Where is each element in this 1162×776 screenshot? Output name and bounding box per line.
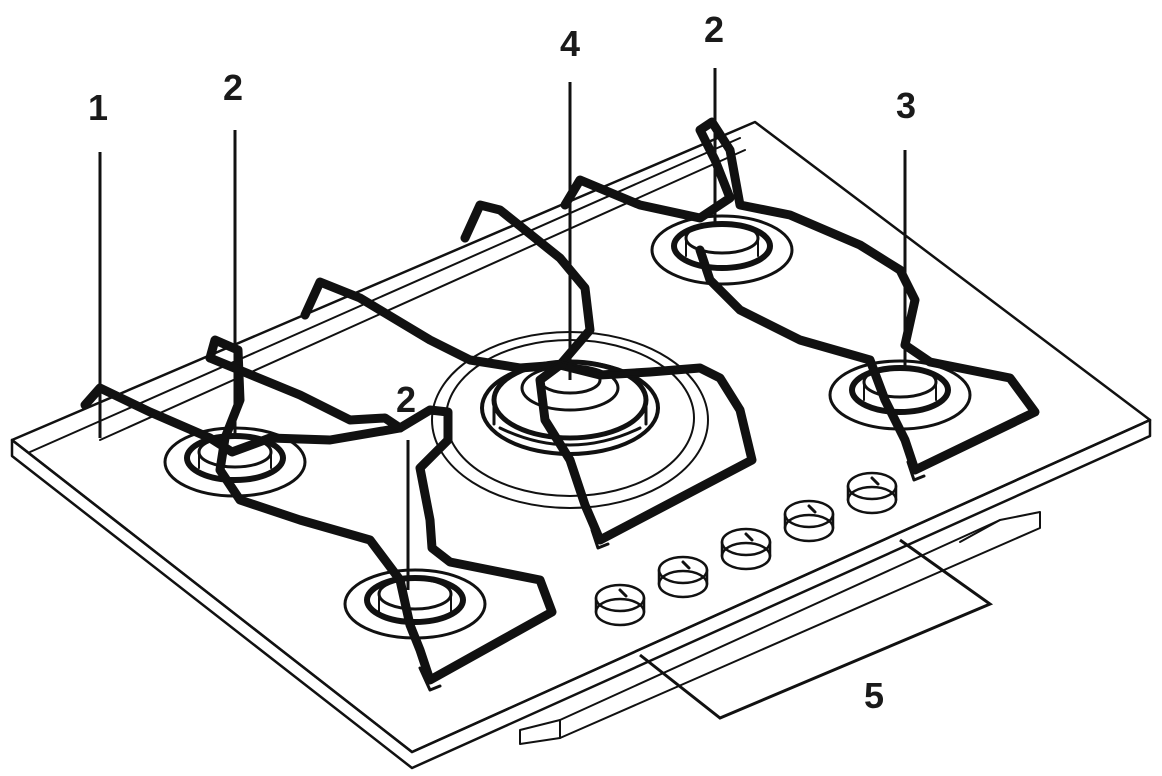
callout-labels: 1 2 4 2 3 2 5 <box>88 9 916 716</box>
callout-3: 3 <box>896 85 916 126</box>
pan-support-right <box>560 117 1040 482</box>
hob-panel <box>10 120 1152 770</box>
burner-front-right <box>828 359 972 431</box>
knob-2-icon <box>657 555 709 599</box>
pan-support-center <box>300 200 757 550</box>
knob-5-icon <box>846 471 898 515</box>
callout-2-front: 2 <box>396 379 416 420</box>
callout-5: 5 <box>864 675 884 716</box>
callout-2-top: 2 <box>704 9 724 50</box>
callout-1: 1 <box>88 87 108 128</box>
leader-5 <box>639 538 994 720</box>
knob-4-icon <box>783 499 835 543</box>
knob-1-icon <box>594 583 646 627</box>
pan-support-left <box>80 335 557 692</box>
burner-front-left <box>343 568 487 640</box>
leader-lines <box>98 68 994 720</box>
control-knobs <box>594 471 898 627</box>
burner-rear-right <box>650 214 794 286</box>
knob-3-icon <box>720 527 772 571</box>
callout-2-left: 2 <box>223 67 243 108</box>
callout-4: 4 <box>560 23 580 64</box>
